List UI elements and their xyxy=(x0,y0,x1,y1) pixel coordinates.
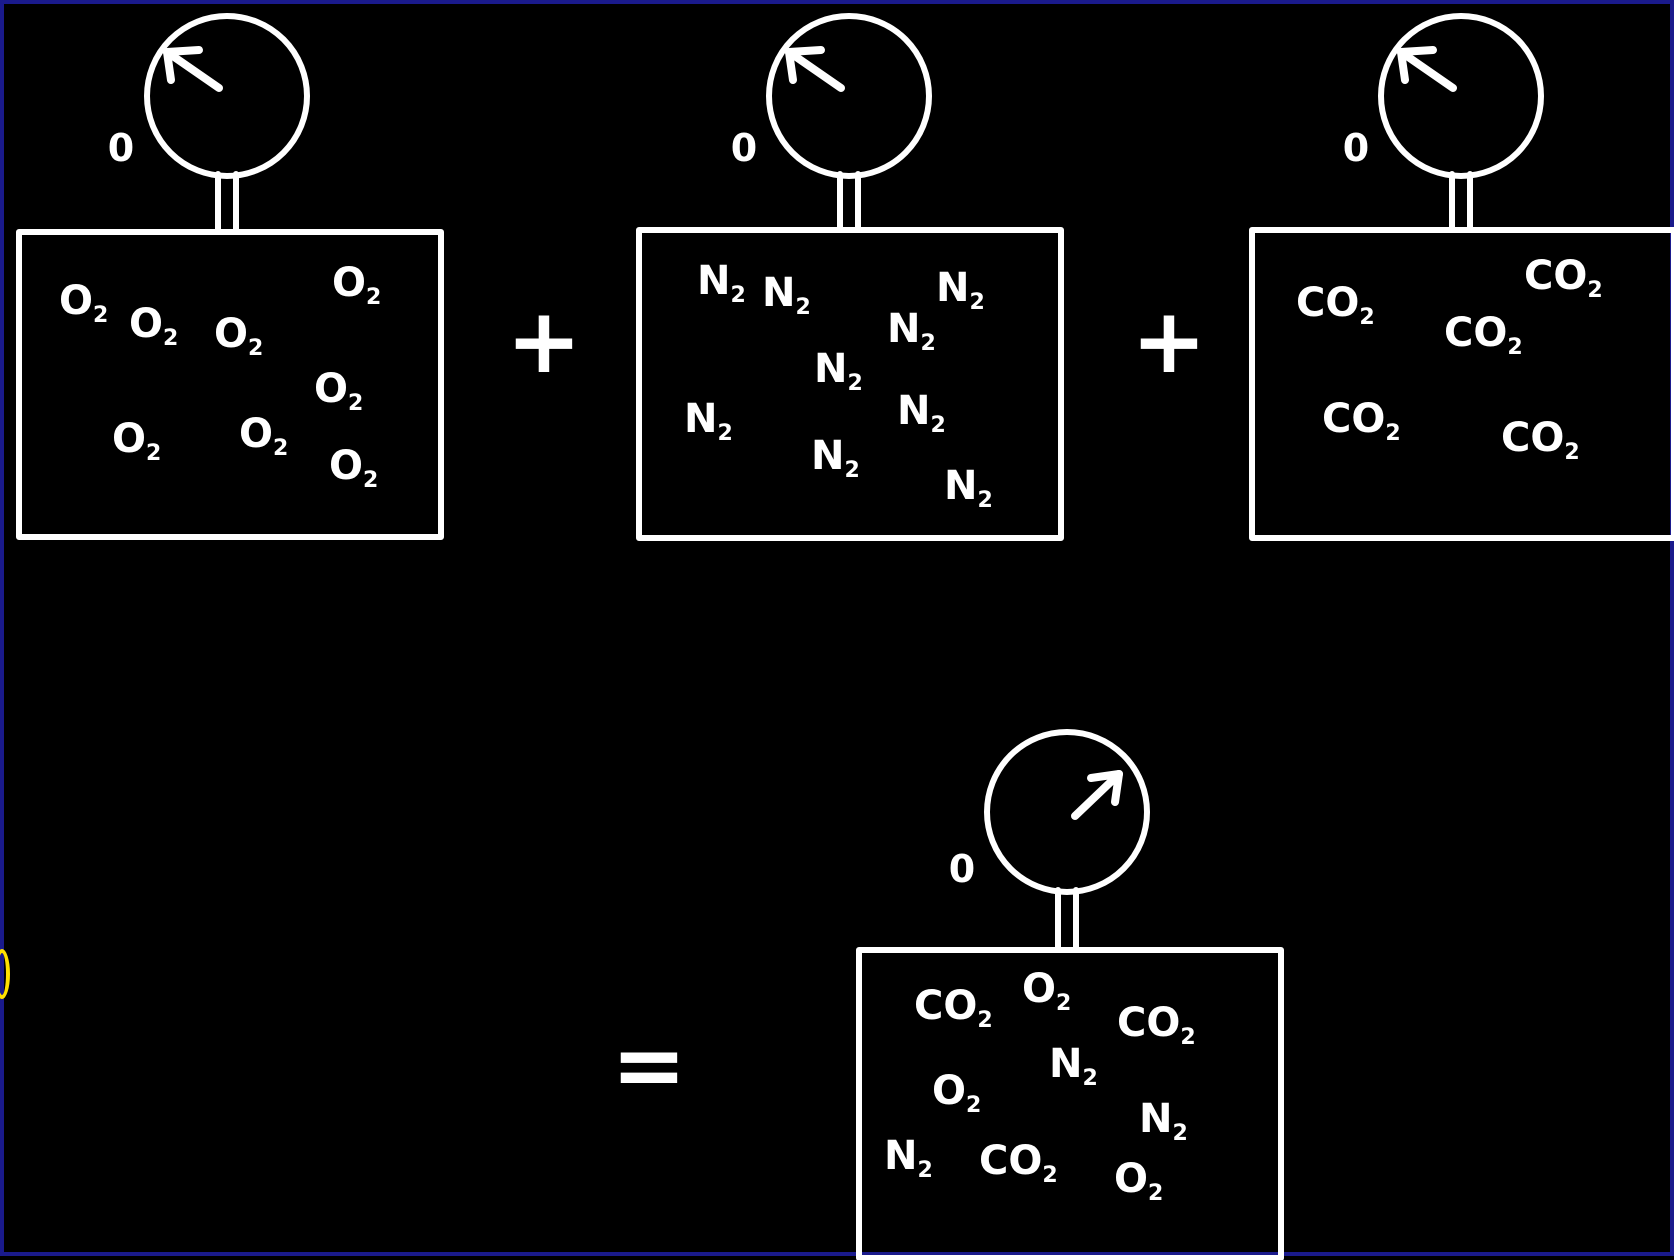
pressure-gauge-icon xyxy=(144,13,310,179)
molecule-label: O2 xyxy=(332,260,381,310)
container-box xyxy=(1249,227,1674,541)
gauge-stem xyxy=(1449,171,1473,233)
molecule-label: N2 xyxy=(1049,1041,1098,1091)
molecule-label: O2 xyxy=(329,443,378,493)
gauge-needle xyxy=(785,48,845,92)
gauge-needle xyxy=(1071,770,1123,820)
gauge-zero-label: 0 xyxy=(1343,126,1369,170)
molecule-label: N2 xyxy=(897,388,946,438)
molecule-label: N2 xyxy=(944,463,993,513)
pressure-gauge-icon xyxy=(1378,13,1544,179)
gauge-zero-label: 0 xyxy=(731,126,757,170)
container-box xyxy=(636,227,1064,541)
molecule-label: O2 xyxy=(112,416,161,466)
molecule-label: CO2 xyxy=(1444,310,1523,360)
gauge-zero-label: 0 xyxy=(108,126,134,170)
container-box xyxy=(16,229,444,540)
pressure-gauge-icon xyxy=(766,13,932,179)
molecule-label: O2 xyxy=(314,366,363,416)
gauge-zero-label: 0 xyxy=(949,847,975,891)
molecule-label: N2 xyxy=(887,306,936,356)
pressure-gauge-icon xyxy=(984,729,1150,895)
molecule-label: CO2 xyxy=(1524,253,1603,303)
equals-sign: = xyxy=(611,1013,686,1118)
molecule-label: CO2 xyxy=(1117,1000,1196,1050)
plus-sign-2: + xyxy=(1131,289,1206,394)
gauge-needle xyxy=(163,48,223,92)
gauge-stem xyxy=(1055,887,1079,953)
molecule-label: N2 xyxy=(814,346,863,396)
gauge-needle xyxy=(1397,48,1457,92)
molecule-label: N2 xyxy=(697,258,746,308)
molecule-label: N2 xyxy=(884,1133,933,1183)
molecule-label: CO2 xyxy=(1322,396,1401,446)
molecule-label: O2 xyxy=(214,311,263,361)
molecule-label: O2 xyxy=(239,411,288,461)
molecule-label: CO2 xyxy=(914,983,993,1033)
molecule-label: O2 xyxy=(932,1068,981,1118)
molecule-label: CO2 xyxy=(1501,415,1580,465)
molecule-label: O2 xyxy=(59,278,108,328)
gauge-stem xyxy=(837,171,861,233)
molecule-label: O2 xyxy=(1022,966,1071,1016)
molecule-label: N2 xyxy=(762,270,811,320)
edge-mark-icon xyxy=(0,949,10,999)
molecule-label: CO2 xyxy=(979,1138,1058,1188)
molecule-label: N2 xyxy=(1139,1096,1188,1146)
gauge-stem xyxy=(215,171,239,235)
molecule-label: O2 xyxy=(129,301,178,351)
molecule-label: O2 xyxy=(1114,1156,1163,1206)
molecule-label: N2 xyxy=(684,396,733,446)
plus-sign-1: + xyxy=(506,289,581,394)
molecule-label: N2 xyxy=(811,433,860,483)
molecule-label: CO2 xyxy=(1296,280,1375,330)
molecule-label: N2 xyxy=(936,265,985,315)
